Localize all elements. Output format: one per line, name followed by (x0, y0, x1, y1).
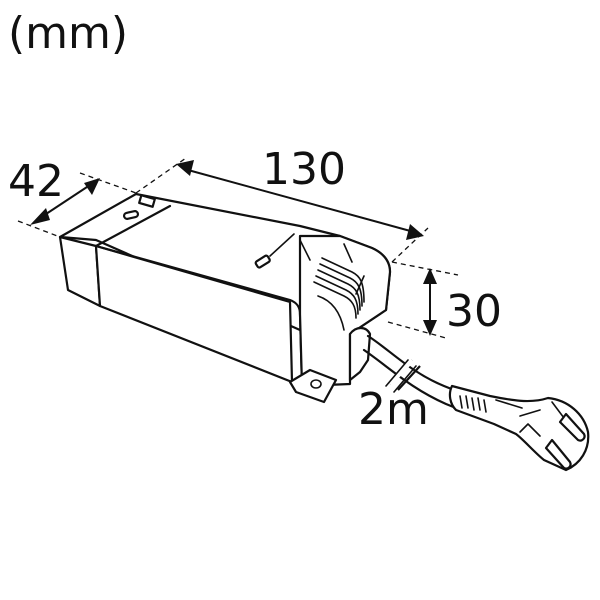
unit-label: (mm) (8, 8, 129, 59)
height-dimension (387, 261, 459, 339)
length-dimension (135, 157, 429, 263)
power-cable (362, 334, 458, 410)
width-dimension-label: 42 (8, 156, 64, 207)
schuko-plug (448, 384, 590, 472)
strain-relief (348, 326, 372, 382)
vent-ribs (313, 257, 365, 319)
power-supply-housing (58, 192, 392, 388)
height-dimension-label: 30 (446, 286, 502, 337)
mounting-tab (288, 368, 338, 404)
cable-length-label: 2m (358, 384, 429, 435)
length-dimension-label: 130 (262, 144, 346, 195)
width-dimension (17, 172, 137, 238)
